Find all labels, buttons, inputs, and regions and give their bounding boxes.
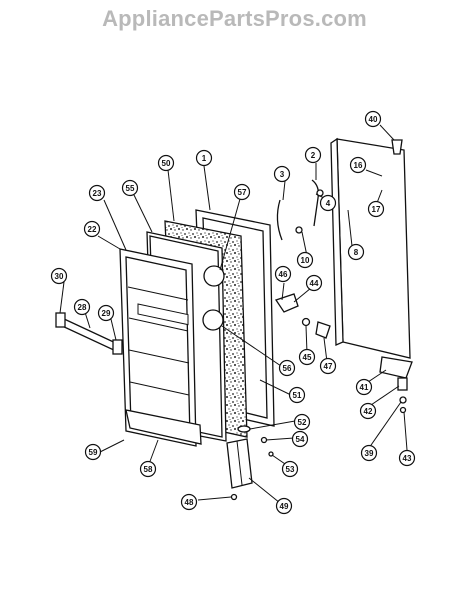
callout-55: 55 (121, 179, 139, 197)
watermark-text: AppliancePartsPros.com (102, 6, 367, 31)
callout-label: 3 (280, 170, 285, 179)
callout-label: 45 (303, 353, 312, 362)
callout-1: 1 (195, 149, 213, 167)
callout-label: 48 (185, 498, 194, 507)
callout-39: 39 (360, 444, 378, 462)
latch-parts (274, 293, 331, 339)
callout-label: 54 (296, 435, 305, 444)
callout-label: 10 (301, 256, 310, 265)
bottom-hinge (379, 356, 413, 414)
callout-46: 46 (274, 265, 292, 283)
callout-50: 50 (157, 154, 175, 172)
callout-label: 47 (324, 362, 333, 371)
callout-label: 50 (162, 159, 171, 168)
outer-door-panel (330, 137, 411, 359)
callout-label: 52 (298, 418, 307, 427)
callout-23: 23 (88, 184, 106, 202)
callout-label: 40 (369, 115, 378, 124)
callout-47: 47 (319, 357, 337, 375)
callout-label: 30 (55, 272, 64, 281)
callout-43: 43 (398, 449, 416, 467)
callout-59: 59 (84, 443, 102, 461)
callout-57: 57 (233, 183, 251, 201)
bottom-trim (125, 409, 202, 445)
callout-label: 22 (88, 225, 97, 234)
callout-40: 40 (364, 110, 382, 128)
callout-51: 51 (288, 386, 306, 404)
seal-57 (203, 265, 225, 287)
callout-label: 1 (202, 154, 207, 163)
callout-28: 28 (73, 298, 91, 316)
callout-label: 58 (144, 465, 153, 474)
callout-label: 29 (102, 309, 111, 318)
callout-42: 42 (359, 402, 377, 420)
callout-45: 45 (298, 348, 316, 366)
callout-label: 56 (283, 364, 292, 373)
callout-22: 22 (83, 220, 101, 238)
callout-label: 4 (326, 199, 331, 208)
callout-label: 57 (238, 188, 247, 197)
callout-label: 23 (93, 189, 102, 198)
kick-plate (226, 438, 253, 489)
callout-label: 8 (354, 248, 359, 257)
callout-29: 29 (97, 304, 115, 322)
callout-54: 54 (291, 430, 309, 448)
callout-49: 49 (275, 497, 293, 515)
callout-44: 44 (305, 274, 323, 292)
callout-8: 8 (347, 243, 365, 261)
seal-56 (202, 309, 224, 331)
callout-16: 16 (349, 156, 367, 174)
callout-label: 42 (364, 407, 373, 416)
callout-56: 56 (278, 359, 296, 377)
callout-label: 53 (286, 465, 295, 474)
screw-48 (230, 493, 238, 501)
callout-label: 41 (360, 383, 369, 392)
callout-48: 48 (180, 493, 198, 511)
callout-label: 49 (280, 502, 289, 511)
callout-label: 43 (403, 454, 412, 463)
callout-label: 51 (293, 391, 302, 400)
callout-58: 58 (139, 460, 157, 478)
callout-4: 4 (319, 194, 337, 212)
shelf-rail (55, 312, 123, 355)
callout-label: 17 (372, 205, 381, 214)
callout-41: 41 (355, 378, 373, 396)
callout-label: 2 (311, 151, 316, 160)
callout-label: 55 (126, 184, 135, 193)
callout-10: 10 (296, 251, 314, 269)
door-liner (119, 248, 197, 447)
callout-30: 30 (50, 267, 68, 285)
leader-lines (59, 124, 408, 504)
callout-label: 16 (354, 161, 363, 170)
callout-17: 17 (367, 200, 385, 218)
callout-52: 52 (293, 413, 311, 431)
callout-label: 44 (310, 279, 319, 288)
callout-label: 39 (365, 449, 374, 458)
callout-label: 59 (89, 448, 98, 457)
top-plug (391, 139, 403, 155)
callout-label: 46 (279, 270, 288, 279)
callout-53: 53 (281, 460, 299, 478)
callout-label: 28 (78, 303, 87, 312)
callout-2: 2 (304, 146, 322, 164)
callout-3: 3 (273, 165, 291, 183)
callout-layer: 40 2 16 1 50 3 4 17 57 55 23 22 10 8 46 44 30 28 29 45 47 56 4… (50, 110, 416, 515)
